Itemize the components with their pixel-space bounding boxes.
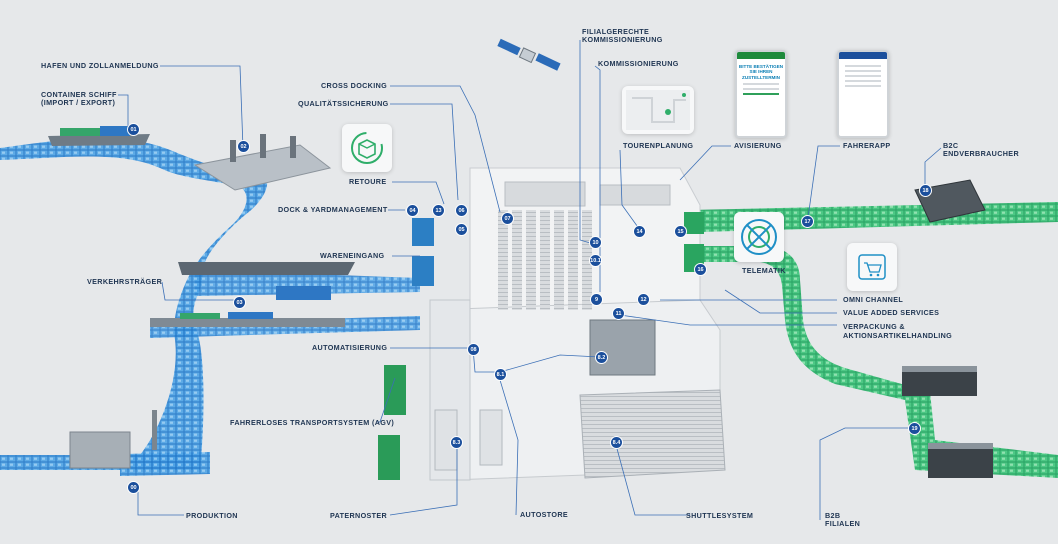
dock-blue-1 [412, 218, 434, 246]
omni-channel-card [847, 243, 897, 291]
badge-19: 19 [908, 422, 921, 435]
badge-8-2: 8.2 [595, 351, 608, 364]
badge-01: 01 [127, 123, 140, 136]
pick-area [505, 182, 585, 206]
shuttle-rack [580, 390, 725, 478]
label-omni: OMNI CHANNEL [843, 296, 903, 305]
badge-9: 9 [590, 293, 603, 306]
badge-04: 04 [406, 204, 419, 217]
label-vas: VALUE ADDED SERVICES [843, 309, 939, 318]
shopping-cart-icon [847, 243, 897, 291]
agv-rack-2 [378, 435, 400, 480]
label-verpackung-2: AKTIONSARTIKELHANDLING [843, 332, 952, 341]
label-retoure: RETOURE [349, 178, 386, 187]
badge-17: 17 [801, 215, 814, 228]
label-tourenplanung: TOURENPLANUNG [623, 142, 693, 151]
autostore-grid [590, 320, 655, 375]
box-return-icon [342, 124, 392, 172]
inbound-flow-bottom [120, 452, 210, 476]
label-filial-2: KOMMISSIONIERUNG [582, 36, 663, 45]
telematics-icon [734, 212, 784, 262]
badge-10: 10 [589, 236, 602, 249]
label-telematik: TELEMATIK [742, 267, 786, 276]
label-avisierung: AVISIERUNG [734, 142, 782, 151]
train [150, 318, 345, 327]
label-b2c-2: ENDVERBRAUCHER [943, 150, 1019, 159]
inbound-flow-band [0, 138, 267, 470]
badge-08: 08 [467, 343, 480, 356]
dock-blue-2 [412, 256, 434, 286]
confirm-delivery-text: BITTE BESTÄTIGEN SIE IHREN ZUSTELLTERMIN [737, 59, 785, 80]
paternoster-tower-2 [480, 410, 502, 465]
badge-15: 15 [674, 225, 687, 238]
badge-06: 06 [455, 204, 468, 217]
label-kommissionierung: KOMMISSIONIERUNG [598, 60, 679, 69]
satellite-icon [497, 39, 560, 71]
badge-05: 05 [455, 223, 468, 236]
label-verkehrstraeger: VERKEHRSTRÄGER [87, 278, 162, 287]
label-autostore: AUTOSTORE [520, 511, 568, 520]
avisierung-phone: BITTE BESTÄTIGEN SIE IHREN ZUSTELLTERMIN [735, 50, 787, 138]
label-shuttle: SHUTTLESYSTEM [686, 512, 753, 521]
factory [70, 432, 130, 468]
label-hafen: HAFEN UND ZOLLANMELDUNG [41, 62, 159, 71]
map-card [622, 86, 694, 134]
badge-13: 13 [432, 204, 445, 217]
label-container-2: (IMPORT / EXPORT) [41, 99, 115, 108]
badge-12: 12 [637, 293, 650, 306]
label-b2b-2: FILIALEN [825, 520, 860, 529]
label-cross-docking: CROSS DOCKING [321, 82, 387, 91]
label-qualitaet: QUALITÄTSSICHERUNG [298, 100, 389, 109]
retoure-card [342, 124, 392, 172]
badge-10-1: 10.1 [589, 254, 602, 267]
label-paternoster: PATERNOSTER [330, 512, 387, 521]
badge-16: 16 [694, 263, 707, 276]
badge-11: 11 [612, 307, 625, 320]
badge-14: 14 [633, 225, 646, 238]
badge-8-4: 8.4 [610, 436, 623, 449]
badge-03: 03 [233, 296, 246, 309]
label-wareneingang: WARENEINGANG [320, 252, 385, 261]
inland-ship [178, 262, 355, 275]
fahrerapp-phone [837, 50, 889, 138]
label-automatisierung: AUTOMATISIERUNG [312, 344, 387, 353]
label-produktion: PRODUKTION [186, 512, 238, 521]
badge-00: 00 [127, 481, 140, 494]
badge-02: 02 [237, 140, 250, 153]
label-agv: FAHRERLOSES TRANSPORTSYSTEM (AGV) [230, 419, 394, 428]
b2b-store-2 [928, 448, 993, 478]
agv-rack-1 [384, 365, 406, 415]
dock-green-1 [684, 212, 704, 234]
b2b-store-1 [902, 370, 977, 396]
badge-18: 18 [919, 184, 932, 197]
badge-07: 07 [501, 212, 514, 225]
telematik-card [734, 212, 784, 262]
badge-8-1: 8.1 [494, 368, 507, 381]
pick-area-right [600, 185, 670, 205]
label-fahrerapp: FAHRERAPP [843, 142, 890, 151]
label-dock: DOCK & YARDMANAGEMENT [278, 206, 388, 215]
badge-8-3: 8.3 [450, 436, 463, 449]
map-pin-icon [622, 86, 694, 134]
storage-aisles [498, 210, 592, 310]
